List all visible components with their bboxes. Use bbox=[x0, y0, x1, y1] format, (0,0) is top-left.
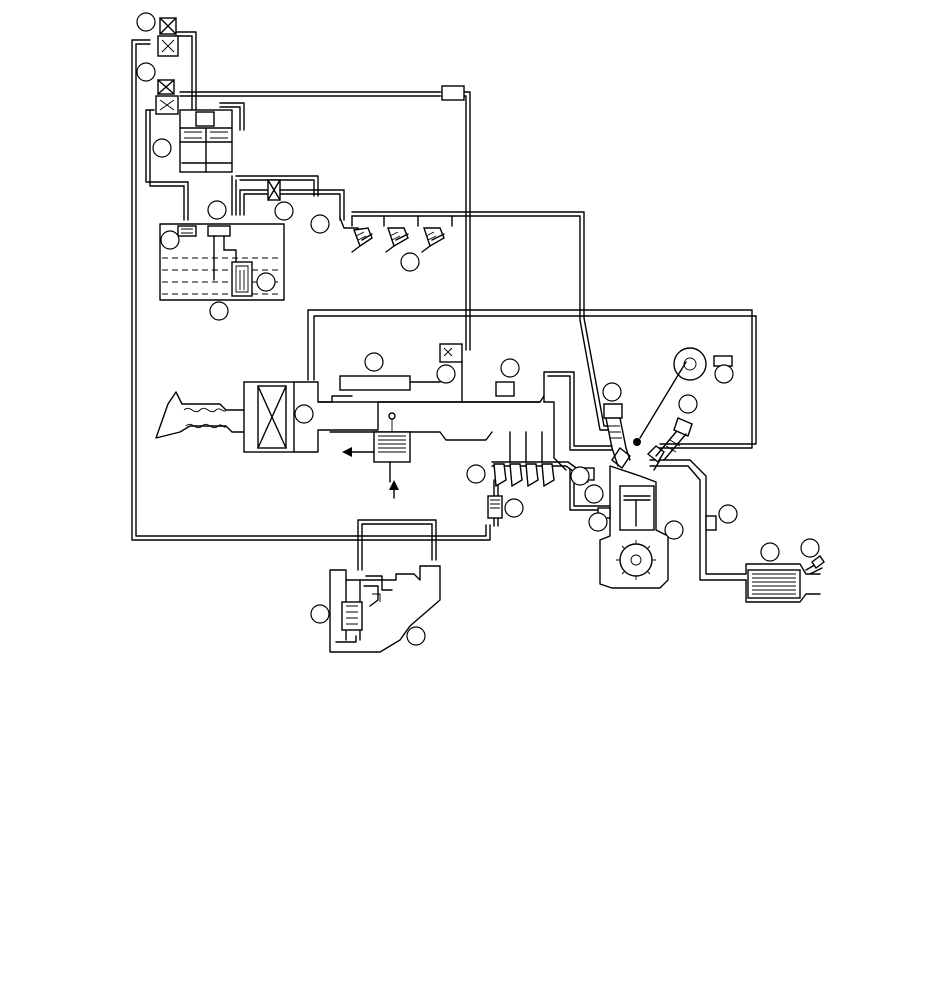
spark-plug bbox=[611, 447, 661, 471]
callout-marker bbox=[294, 404, 314, 424]
ignition-coil bbox=[603, 403, 693, 461]
callout-marker bbox=[152, 138, 172, 158]
callout-marker bbox=[310, 604, 330, 624]
callout-marker bbox=[274, 201, 294, 221]
callout-marker bbox=[466, 464, 486, 484]
catalytic-converter bbox=[747, 554, 825, 599]
callout-marker bbox=[718, 504, 738, 524]
callout-marker bbox=[570, 466, 590, 486]
intake-manifold bbox=[293, 375, 567, 471]
fuel-pump bbox=[329, 539, 441, 653]
callout-marker bbox=[664, 520, 684, 540]
fuel-injector bbox=[421, 227, 445, 253]
engine-block bbox=[599, 445, 669, 589]
vacuum-and-fuel-lines bbox=[131, 31, 757, 581]
callout-marker bbox=[136, 62, 156, 82]
callout-marker bbox=[160, 230, 180, 250]
fuel-injector bbox=[493, 431, 555, 488]
callout-marker bbox=[207, 200, 227, 220]
camshaft-position-sensor bbox=[633, 347, 733, 446]
air-intake-duct bbox=[155, 391, 245, 439]
callout-marker bbox=[760, 542, 780, 562]
callout-marker bbox=[436, 364, 456, 384]
callout-markers bbox=[136, 12, 820, 646]
callout-marker bbox=[500, 358, 520, 378]
callout-marker bbox=[800, 538, 820, 558]
callout-marker bbox=[364, 352, 384, 372]
purge-control-solenoid-valve bbox=[155, 79, 179, 115]
callout-marker bbox=[602, 382, 622, 402]
crankshaft-position-sensor bbox=[616, 540, 656, 580]
air-cleaner bbox=[243, 381, 295, 453]
fuel-filter bbox=[436, 85, 465, 101]
callout-marker bbox=[678, 394, 698, 414]
fuel-tank bbox=[159, 223, 285, 301]
callout-marker bbox=[256, 272, 276, 292]
callout-marker bbox=[504, 498, 524, 518]
callout-marker bbox=[406, 626, 426, 646]
rollover-valve bbox=[267, 179, 281, 201]
callout-marker bbox=[400, 252, 420, 272]
vent-control-solenoid-valve bbox=[157, 17, 179, 57]
arrow-left-icon bbox=[342, 447, 377, 457]
mass-air-flow-sensor bbox=[373, 412, 411, 483]
callout-marker bbox=[310, 214, 330, 234]
fuel-injector bbox=[351, 227, 373, 253]
arrow-up-icon bbox=[389, 480, 399, 499]
callout-marker bbox=[588, 512, 608, 532]
charcoal-canister bbox=[179, 109, 233, 173]
oxygen-sensor bbox=[705, 515, 717, 531]
fuel-pressure-regulator bbox=[487, 495, 503, 519]
idle-air-control-valve bbox=[439, 343, 515, 397]
callout-marker bbox=[714, 364, 734, 384]
callout-marker bbox=[136, 12, 156, 32]
callout-marker bbox=[584, 484, 604, 504]
fuel-injector bbox=[385, 227, 409, 253]
callout-marker bbox=[209, 301, 229, 321]
